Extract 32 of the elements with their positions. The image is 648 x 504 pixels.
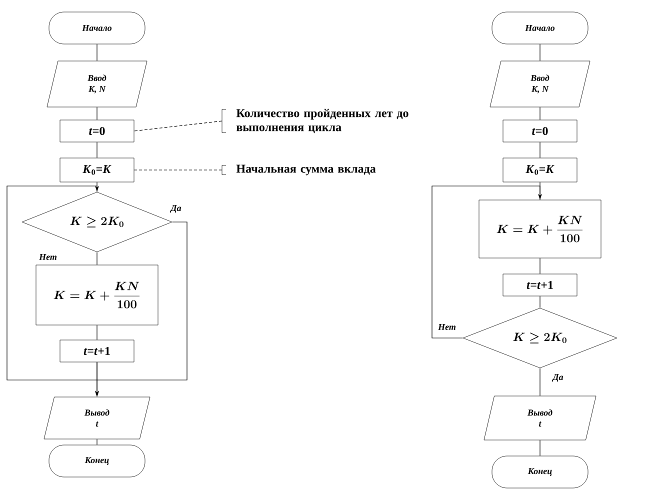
io-parallelogram: Ввод K, N bbox=[46, 60, 148, 108]
annotation-text: Количество пройденных лет до выполнения цикла bbox=[236, 108, 408, 134]
terminal-box: Начало bbox=[48, 12, 146, 44]
connector-line bbox=[96, 106, 98, 120]
edge-label: Да bbox=[170, 204, 182, 214]
io-parallelogram: Ввод K, N bbox=[490, 60, 590, 108]
process-box: $K = K + \frac{KN}{100}$ bbox=[478, 200, 602, 258]
connector-line bbox=[96, 182, 98, 192]
process-box: K$_{0}$=K bbox=[502, 158, 578, 182]
process-box: $K = K + \frac{KN}{100}$ bbox=[36, 264, 158, 326]
io-parallelogram: Вывод t bbox=[44, 396, 150, 440]
leader-line bbox=[134, 120, 222, 132]
edge-label: Да bbox=[552, 373, 564, 383]
process-box: t=t+1 bbox=[502, 274, 578, 296]
connector-line bbox=[96, 44, 98, 62]
terminal-box: Начало bbox=[492, 12, 588, 44]
terminal-box: Конец bbox=[492, 456, 588, 488]
connector-line bbox=[96, 252, 98, 266]
edge-label: Нет bbox=[38, 253, 58, 261]
annotation-text: Начальная сумма вклада bbox=[236, 164, 376, 176]
connector-line bbox=[96, 324, 98, 340]
process-box: K$_{0}$=K bbox=[60, 158, 134, 182]
process-box: t=0 bbox=[60, 120, 134, 142]
connector-line bbox=[96, 142, 98, 158]
io-parallelogram: Вывод t bbox=[484, 396, 596, 440]
terminal-box: Конец bbox=[48, 444, 146, 478]
process-box: t=t+1 bbox=[60, 340, 134, 362]
arrow bbox=[432, 186, 542, 338]
process-box: t=0 bbox=[502, 120, 578, 142]
edge-label: Нет bbox=[437, 323, 457, 331]
connector-line bbox=[96, 438, 98, 446]
arrow bbox=[6, 186, 100, 380]
